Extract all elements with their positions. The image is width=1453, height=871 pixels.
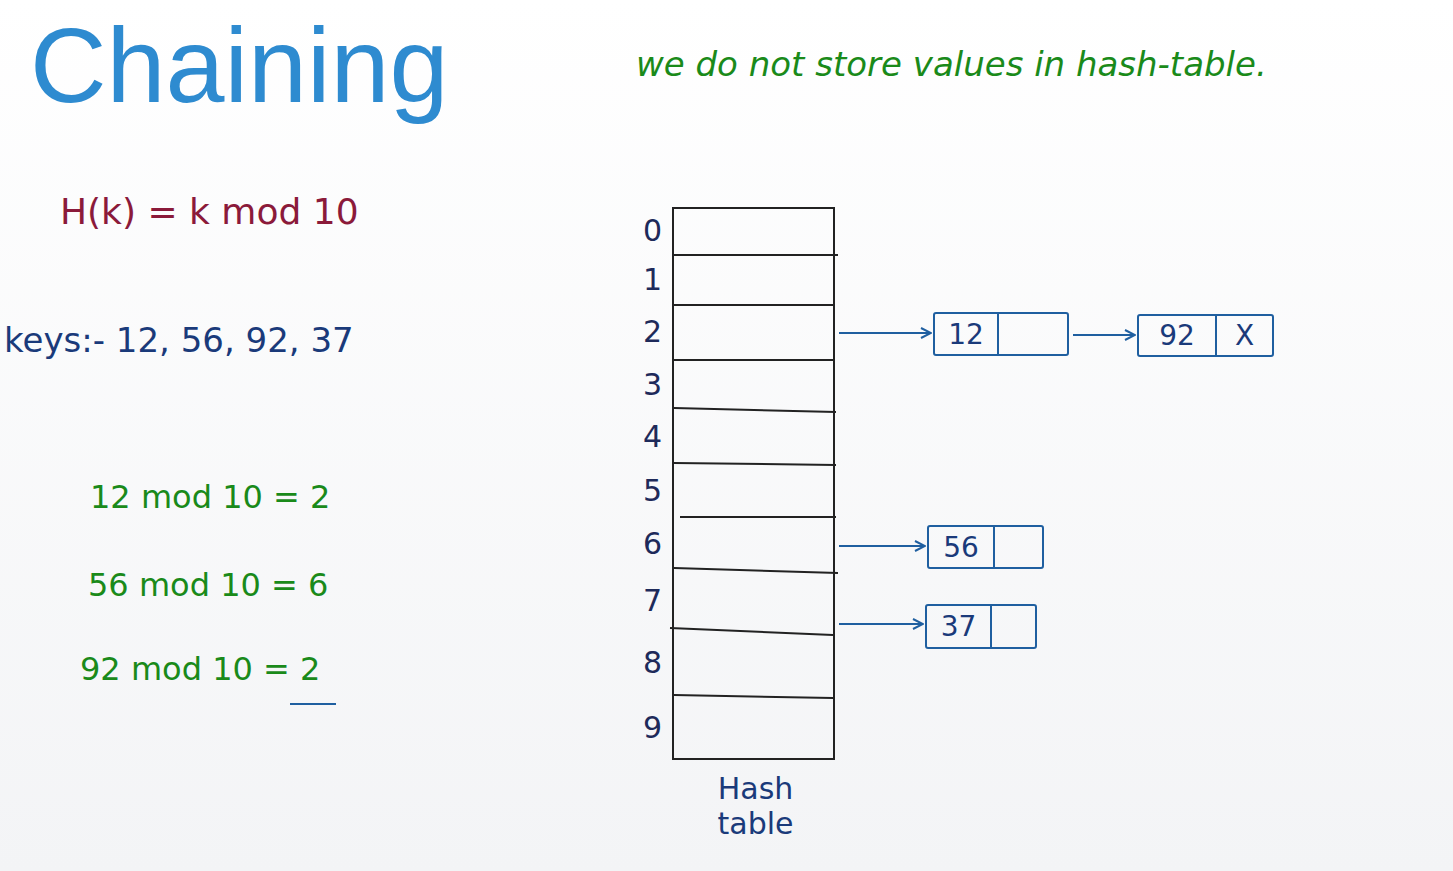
- pointer-cell: [999, 314, 1067, 354]
- hash-table: Hash table: [672, 207, 835, 760]
- pointer-cell: [995, 527, 1042, 567]
- slot-index: 7: [622, 583, 662, 619]
- mod-calculation: 92 mod 10 = 2: [80, 650, 320, 688]
- slot-index: 1: [622, 262, 662, 298]
- list-node: 56: [927, 525, 1044, 569]
- node-value: 12: [948, 318, 984, 351]
- pointer-arrow: [1073, 334, 1135, 336]
- slot-index: 3: [622, 367, 662, 403]
- slot-index: 5: [622, 473, 662, 509]
- node-value: 56: [943, 531, 979, 564]
- data-cell: 12: [935, 314, 999, 354]
- node-value: 37: [941, 610, 977, 643]
- pointer-cell: X: [1217, 316, 1272, 355]
- pointer-arrow: [839, 623, 923, 625]
- slot-index: 0: [622, 213, 662, 249]
- mod-calculation: 12 mod 10 = 2: [90, 478, 330, 516]
- slot-index: 6: [622, 526, 662, 562]
- list-node: 37: [925, 604, 1037, 649]
- table-caption: Hash table: [674, 772, 837, 841]
- slot-index: 2: [622, 314, 662, 350]
- pointer-cell: [992, 606, 1035, 647]
- slot-index: 9: [622, 710, 662, 746]
- null-pointer: X: [1235, 319, 1254, 352]
- data-cell: 37: [927, 606, 992, 647]
- hash-function: H(k) = k mod 10: [60, 190, 359, 233]
- title: Chaining: [30, 2, 448, 129]
- data-cell: 56: [929, 527, 995, 567]
- slot-index: 4: [622, 419, 662, 455]
- slot-index: 8: [622, 645, 662, 681]
- list-node: 12: [933, 312, 1069, 356]
- node-value: 92: [1159, 319, 1195, 352]
- data-cell: 92: [1139, 316, 1217, 355]
- mod-calculation: 56 mod 10 = 6: [88, 566, 328, 604]
- note-text: we do not store values in hash-table.: [636, 44, 1267, 85]
- pointer-arrow: [839, 545, 925, 547]
- list-node: 92 X: [1137, 314, 1274, 357]
- keys-list: keys:- 12, 56, 92, 37: [4, 320, 354, 361]
- pointer-arrow: [839, 332, 931, 334]
